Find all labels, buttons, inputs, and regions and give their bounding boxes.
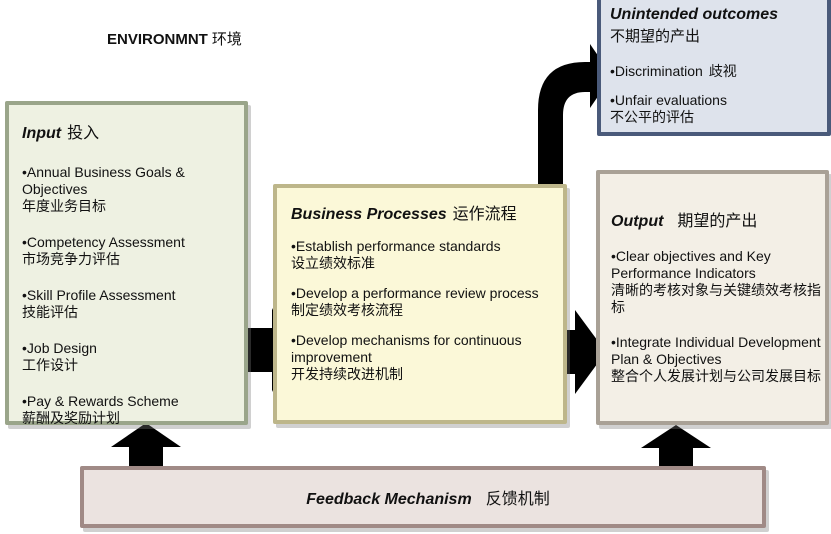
unintended-item-zh: 不公平的评估: [610, 109, 694, 125]
process-item: •Establish performance standards 设立绩效标准: [291, 238, 563, 272]
unintended-item: •Discrimination 歧视: [610, 63, 827, 80]
output-item-zh: 清晰的考核对象与关键绩效考核指标: [611, 282, 821, 315]
process-title-en: Business Processes: [291, 206, 447, 223]
unintended-item-en: •Discrimination: [610, 63, 703, 79]
unintended-item-en: •Unfair evaluations: [610, 92, 727, 108]
output-item: •Integrate Individual Development Plan &…: [611, 334, 825, 385]
output-item-en: •Clear objectives and Key Performance In…: [611, 248, 771, 281]
environment-label-en: ENVIRONMNT: [107, 31, 208, 48]
process-title: Business Processes 运作流程: [291, 200, 563, 224]
input-item: •Competency Assessment 市场竞争力评估: [22, 234, 244, 268]
input-item-zh: 年度业务目标: [22, 198, 106, 214]
input-item-zh: 薪酬及奖励计划: [22, 410, 120, 426]
input-title-zh: 投入: [67, 125, 100, 142]
process-item-en: •Develop a performance review process: [291, 285, 539, 301]
input-item-zh: 市场竞争力评估: [22, 251, 120, 267]
output-box: Output 期望的产出 •Clear objectives and Key Pe…: [596, 170, 829, 425]
process-item-en: •Establish performance standards: [291, 238, 501, 254]
input-item-en: •Job Design: [22, 340, 97, 356]
input-title-en: Input: [22, 125, 62, 142]
input-item: •Pay & Rewards Scheme 薪酬及奖励计划: [22, 393, 244, 427]
unintended-item-zh: 歧视: [708, 63, 737, 79]
input-item-zh: 技能评估: [22, 304, 78, 320]
process-item: •Develop mechanisms for continuous impro…: [291, 332, 563, 383]
process-item-zh: 制定绩效考核流程: [291, 302, 403, 318]
output-title-en: Output: [611, 213, 664, 230]
process-item-en: •Develop mechanisms for continuous impro…: [291, 332, 522, 365]
process-item-zh: 设立绩效标准: [291, 255, 375, 271]
output-item: •Clear objectives and Key Performance In…: [611, 248, 825, 316]
feedback-title-zh: 反馈机制: [485, 491, 550, 508]
output-title: Output 期望的产出: [611, 207, 825, 231]
process-box: Business Processes 运作流程 •Establish perfor…: [273, 184, 567, 424]
unintended-title: Unintended outcomes: [610, 6, 779, 23]
process-item-zh: 开发持续改进机制: [291, 366, 403, 382]
feedback-title-en: Feedback Mechanism: [306, 491, 472, 508]
input-title: Input 投入: [22, 119, 244, 143]
output-item-zh: 整合个人发展计划与公司发展目标: [611, 368, 821, 384]
input-item: •Job Design 工作设计: [22, 340, 244, 374]
input-item-en: •Pay & Rewards Scheme: [22, 393, 179, 409]
input-box: Input 投入 •Annual Business Goals & Objecti…: [5, 101, 248, 427]
unintended-title-zh: 不期望的产出: [610, 28, 701, 45]
process-item: •Develop a performance review process 制定…: [291, 285, 563, 319]
input-item: •Skill Profile Assessment 技能评估: [22, 287, 244, 321]
environment-label-zh: 环境: [211, 31, 242, 48]
input-item-en: •Competency Assessment: [22, 234, 185, 250]
process-to-unintended-arrow: [538, 44, 612, 222]
feedback-box: Feedback Mechanism 反馈机制: [80, 466, 766, 528]
unintended-box: Unintended outcomes 不期望的产出 •Discriminati…: [597, 0, 831, 136]
process-title-zh: 运作流程: [452, 206, 517, 223]
feedback-title: Feedback Mechanism 反馈机制: [306, 485, 549, 509]
output-item-en: •Integrate Individual Development Plan &…: [611, 334, 821, 367]
input-item-en: •Skill Profile Assessment: [22, 287, 176, 303]
unintended-item: •Unfair evaluations 不公平的评估: [610, 92, 827, 126]
input-item-en: •Annual Business Goals & Objectives: [22, 164, 185, 197]
input-item: •Annual Business Goals & Objectives 年度业务…: [22, 164, 244, 215]
input-item-zh: 工作设计: [22, 357, 78, 373]
output-title-zh: 期望的产出: [677, 213, 758, 230]
